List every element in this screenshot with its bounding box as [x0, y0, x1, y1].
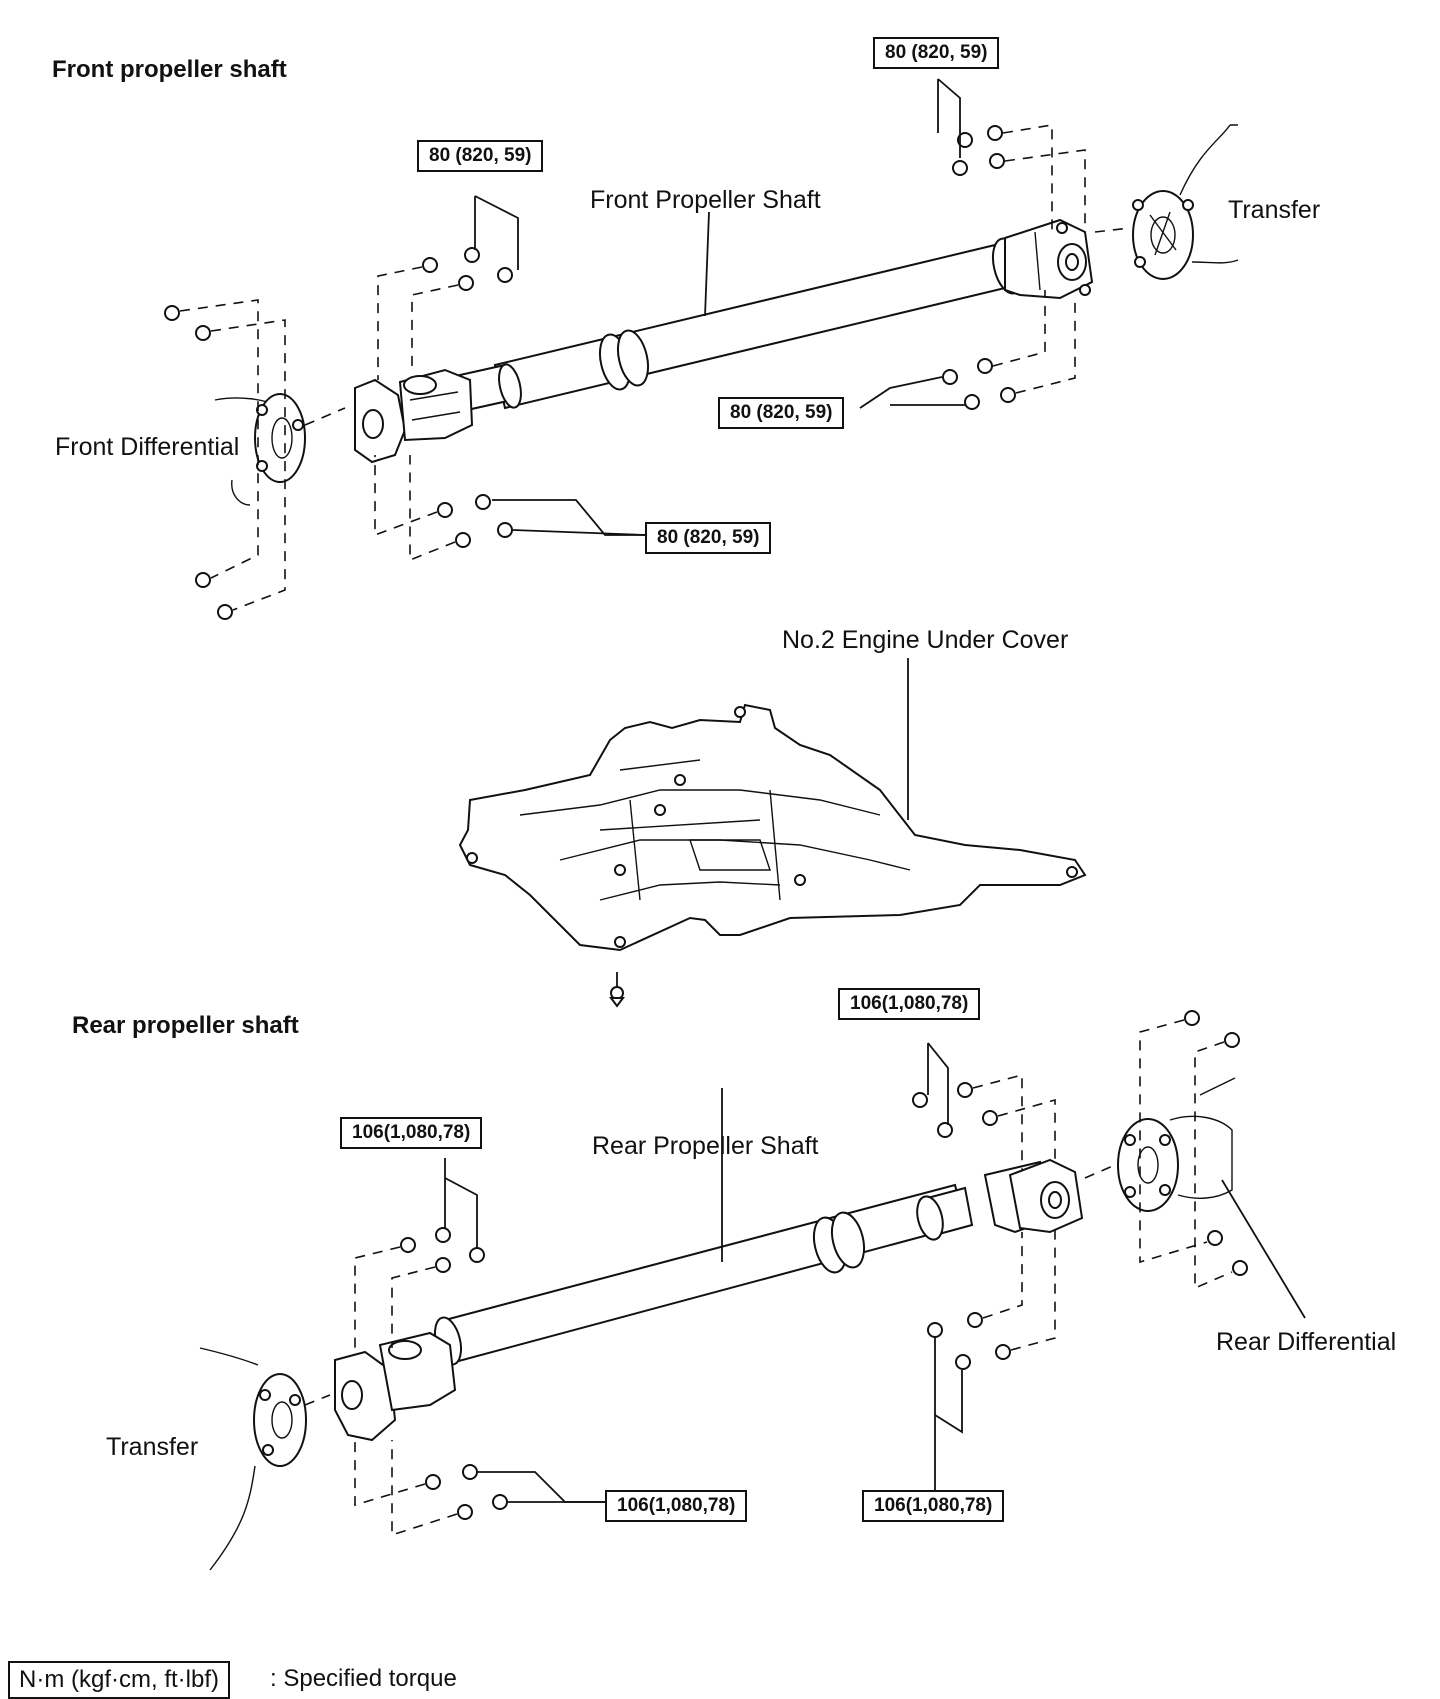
rear-transfer-bottom-fasteners [355, 1440, 507, 1535]
front-differential-label: Front Differential [55, 433, 240, 461]
front-differential-flange [215, 394, 305, 505]
torque-spec-rear-transfer-top: 106(1,080,78) [340, 1117, 483, 1149]
rear-diff-outer-fasteners [1140, 1011, 1247, 1288]
rear-section-title: Rear propeller shaft [72, 1012, 299, 1039]
front-diff-ujoint [355, 370, 472, 462]
front-transfer-flange [1133, 125, 1238, 279]
under-cover-bolt [611, 972, 623, 1006]
torque-spec-front-transfer-bottom: 80 (820, 59) [718, 397, 845, 429]
front-diff-outer-fasteners [165, 300, 285, 619]
rear-differential-leader [1222, 1180, 1305, 1318]
torque-spec-rear-diff-top: 106(1,080,78) [838, 988, 981, 1020]
front-section-title: Front propeller shaft [52, 56, 287, 83]
front-transfer-top-fasteners [953, 125, 1085, 230]
rear-transfer-flange [200, 1348, 306, 1570]
transfer-front-label: Transfer [1228, 196, 1321, 224]
front-shaft-leader [705, 212, 709, 316]
rear-differential-label: Rear Differential [1216, 1328, 1397, 1356]
rear-propeller-shaft-drawing [431, 1185, 972, 1367]
legend-description: : Specified torque [270, 1665, 457, 1692]
front-diff-top-fasteners [378, 248, 512, 380]
rear-diff-top-fasteners [913, 1075, 1055, 1170]
front-diff-bottom-fasteners [375, 455, 512, 560]
engine-under-cover-label: No.2 Engine Under Cover [782, 626, 1069, 654]
engine-under-cover-drawing [460, 705, 1085, 950]
torque-spec-front-transfer-top: 80 (820, 59) [873, 37, 1000, 69]
rear-propeller-shaft-label: Rear Propeller Shaft [592, 1132, 819, 1160]
rear-diff-bottom-fasteners [928, 1225, 1055, 1369]
front-transfer-ujoint [1005, 220, 1092, 298]
rear-diff-ujoint [985, 1160, 1082, 1232]
rear-differential-flange [1118, 1078, 1235, 1211]
legend-unit-box: N·m (kgf·cm, ft·lbf) [8, 1661, 230, 1699]
torque-spec-rear-transfer-bottom: 106(1,080,78) [605, 1490, 748, 1522]
torque-spec-front-diff-top: 80 (820, 59) [417, 140, 544, 172]
rear-transfer-ujoint [335, 1333, 455, 1440]
transfer-rear-label: Transfer [106, 1433, 199, 1461]
front-propeller-shaft-label: Front Propeller Shaft [590, 186, 821, 214]
torque-spec-rear-diff-bottom: 106(1,080,78) [862, 1490, 1005, 1522]
rear-transfer-top-fasteners [355, 1228, 484, 1355]
torque-spec-front-diff-bottom: 80 (820, 59) [645, 522, 772, 554]
front-propeller-shaft-drawing [460, 236, 1028, 410]
front-transfer-bottom-fasteners [943, 290, 1075, 409]
